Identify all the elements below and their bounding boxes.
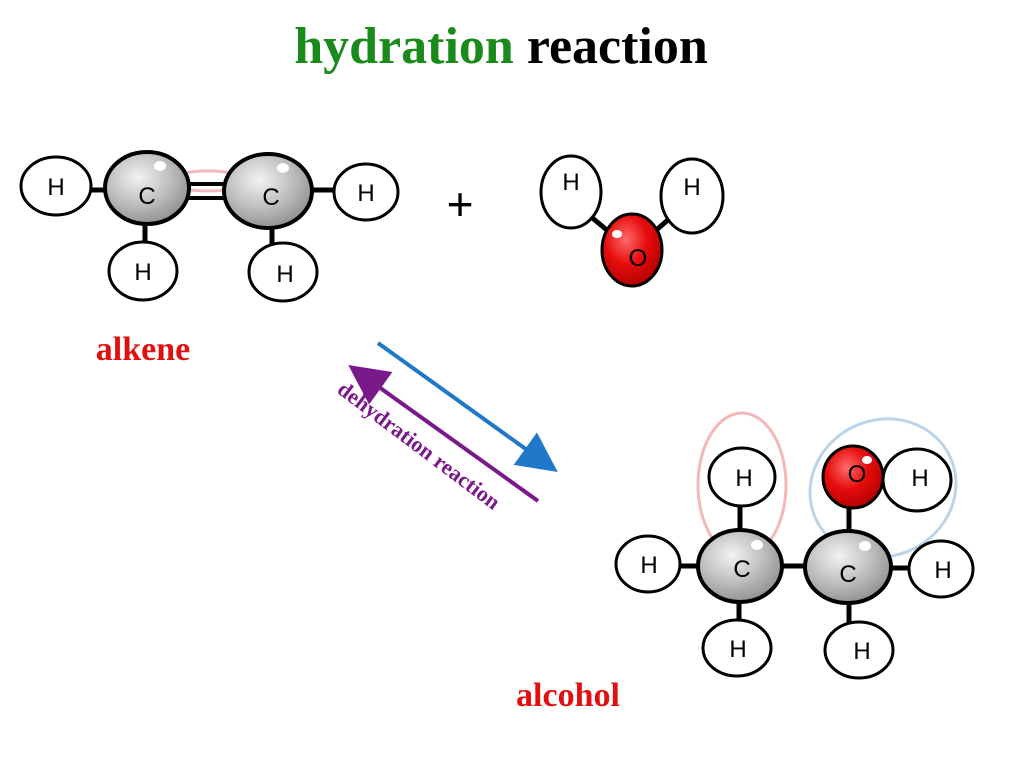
carbon-atom [103, 150, 191, 226]
atom-highlight [751, 540, 763, 550]
oxygen-label: O [629, 245, 648, 272]
carbon-label: C [262, 184, 279, 211]
hydrogen-label: H [934, 557, 951, 584]
oxygen-label: O [848, 461, 867, 488]
hydrogen-atom [907, 539, 975, 599]
hydrogen-label: H [853, 638, 870, 665]
alkene-label: alkene [96, 331, 190, 368]
forward-reaction-arrow [376, 341, 558, 472]
hydrogen-atom [659, 157, 725, 235]
hydrogen-label: H [47, 174, 64, 201]
atom-highlight [859, 541, 871, 551]
dehydration-label: dehydration reaction [333, 376, 505, 515]
hydrogen-label: H [735, 465, 752, 492]
hydrogen-label: H [640, 552, 657, 579]
title-hydration: hydration [294, 18, 514, 75]
alcohol-molecule: H O H H C C H H H [614, 411, 975, 680]
carbon-label: C [733, 556, 750, 583]
water-molecule: H H O [539, 154, 725, 288]
hydrogen-atom [332, 162, 400, 222]
hydrogen-atom [247, 241, 319, 303]
hydrogen-label: H [911, 465, 928, 492]
atom-highlight [277, 163, 289, 173]
reverse-reaction-arrow [348, 365, 540, 503]
atom-highlight [612, 230, 622, 238]
atom-highlight [862, 456, 872, 464]
page-title: hydration reaction [294, 18, 708, 75]
carbon-atom [222, 152, 314, 230]
hydrogen-atom [823, 620, 895, 680]
oh-highlight [808, 417, 958, 559]
hydrogen-label: H [276, 261, 293, 288]
title-reaction: reaction [527, 18, 708, 75]
hydrogen-label: H [134, 259, 151, 286]
hydrogen-atom [881, 447, 953, 513]
hydrogen-atom [614, 534, 682, 594]
hydrogen-atom [707, 446, 777, 508]
hydrogen-label: H [729, 636, 746, 663]
hydrogen-label: H [683, 174, 700, 201]
hydrogen-atom [539, 154, 603, 230]
carbon-label: C [138, 183, 155, 210]
carbon-label: C [839, 561, 856, 588]
alkene-molecule: H C C H H H [19, 150, 400, 303]
hydrogen-atom [701, 618, 773, 678]
atom-highlight [154, 161, 166, 171]
hydrogen-atom [107, 240, 179, 302]
plus-sign: + [447, 178, 474, 230]
hydrogen-label: H [562, 169, 579, 196]
hydrogen-label: H [357, 180, 374, 207]
hydrogen-atom [19, 155, 93, 217]
alcohol-label: alcohol [516, 677, 620, 714]
